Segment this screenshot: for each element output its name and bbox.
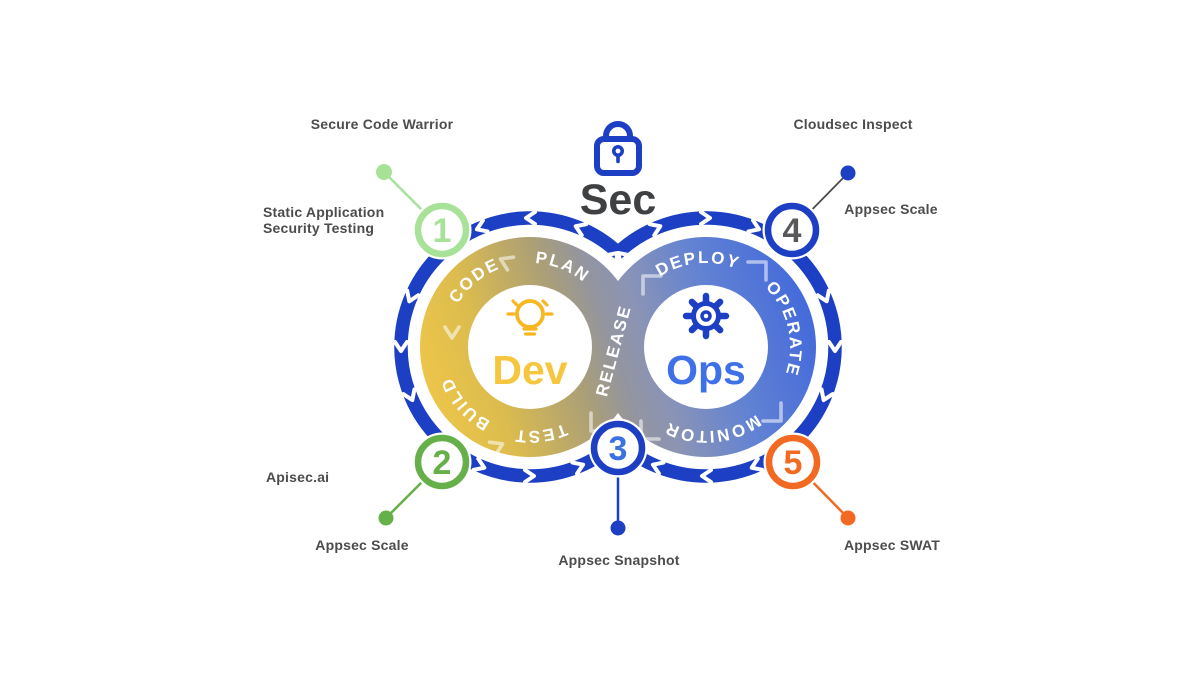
connector-dot-2 xyxy=(378,510,394,526)
badge-1-ring xyxy=(414,202,470,258)
callout-4: 4 Cloudsec Inspect Appsec Scale xyxy=(762,116,938,260)
label-appsec-scale-left: Appsec Scale xyxy=(315,537,408,553)
label-appsec-snapshot: Appsec Snapshot xyxy=(558,552,679,568)
dev-label: Dev xyxy=(492,347,567,393)
callout-3: 3 Appsec Snapshot xyxy=(558,418,680,568)
ops-inner-circle xyxy=(644,285,768,409)
label-appsec-swat: Appsec SWAT xyxy=(844,537,940,553)
label-sast: Static Application xyxy=(263,204,384,220)
connector-dot-3 xyxy=(610,520,626,536)
badge-4-number: 4 xyxy=(783,212,802,250)
badge-1-number: 1 xyxy=(433,212,452,250)
label-appsec-scale-right: Appsec Scale xyxy=(844,201,937,217)
gear-icon xyxy=(682,292,730,340)
badge-5-ring xyxy=(765,434,821,490)
badge-4-ring xyxy=(764,202,820,258)
callout-1: 1 Secure Code Warrior Static Application… xyxy=(263,116,472,260)
label-apisec-ai: Apisec.ai xyxy=(266,469,329,485)
connector-dot-4 xyxy=(840,165,856,181)
lightbulb-icon xyxy=(506,299,554,336)
badge-2-ring xyxy=(414,434,470,490)
dev-inner-circle xyxy=(468,285,592,409)
label-secure-code-warrior: Secure Code Warrior xyxy=(311,116,454,132)
badge-3-number: 3 xyxy=(609,430,628,468)
connector-dot-5 xyxy=(840,510,856,526)
disc-decorations xyxy=(443,255,783,457)
connector-dot-1 xyxy=(376,164,392,180)
ops-label: Ops xyxy=(666,347,746,393)
sec-title: Sec xyxy=(580,176,657,224)
badge-3-ring xyxy=(590,420,646,476)
label-sast-line2: Security Testing xyxy=(263,220,374,236)
badge-5-number: 5 xyxy=(784,444,803,482)
lock-icon xyxy=(594,121,642,176)
callout-2: 2 Apisec.ai Appsec Scale xyxy=(266,432,472,553)
label-cloudsec-inspect: Cloudsec Inspect xyxy=(793,116,912,132)
callout-5: 5 Appsec SWAT xyxy=(763,432,940,553)
badge-2-number: 2 xyxy=(433,444,452,482)
band-flow-arrows xyxy=(393,210,843,484)
